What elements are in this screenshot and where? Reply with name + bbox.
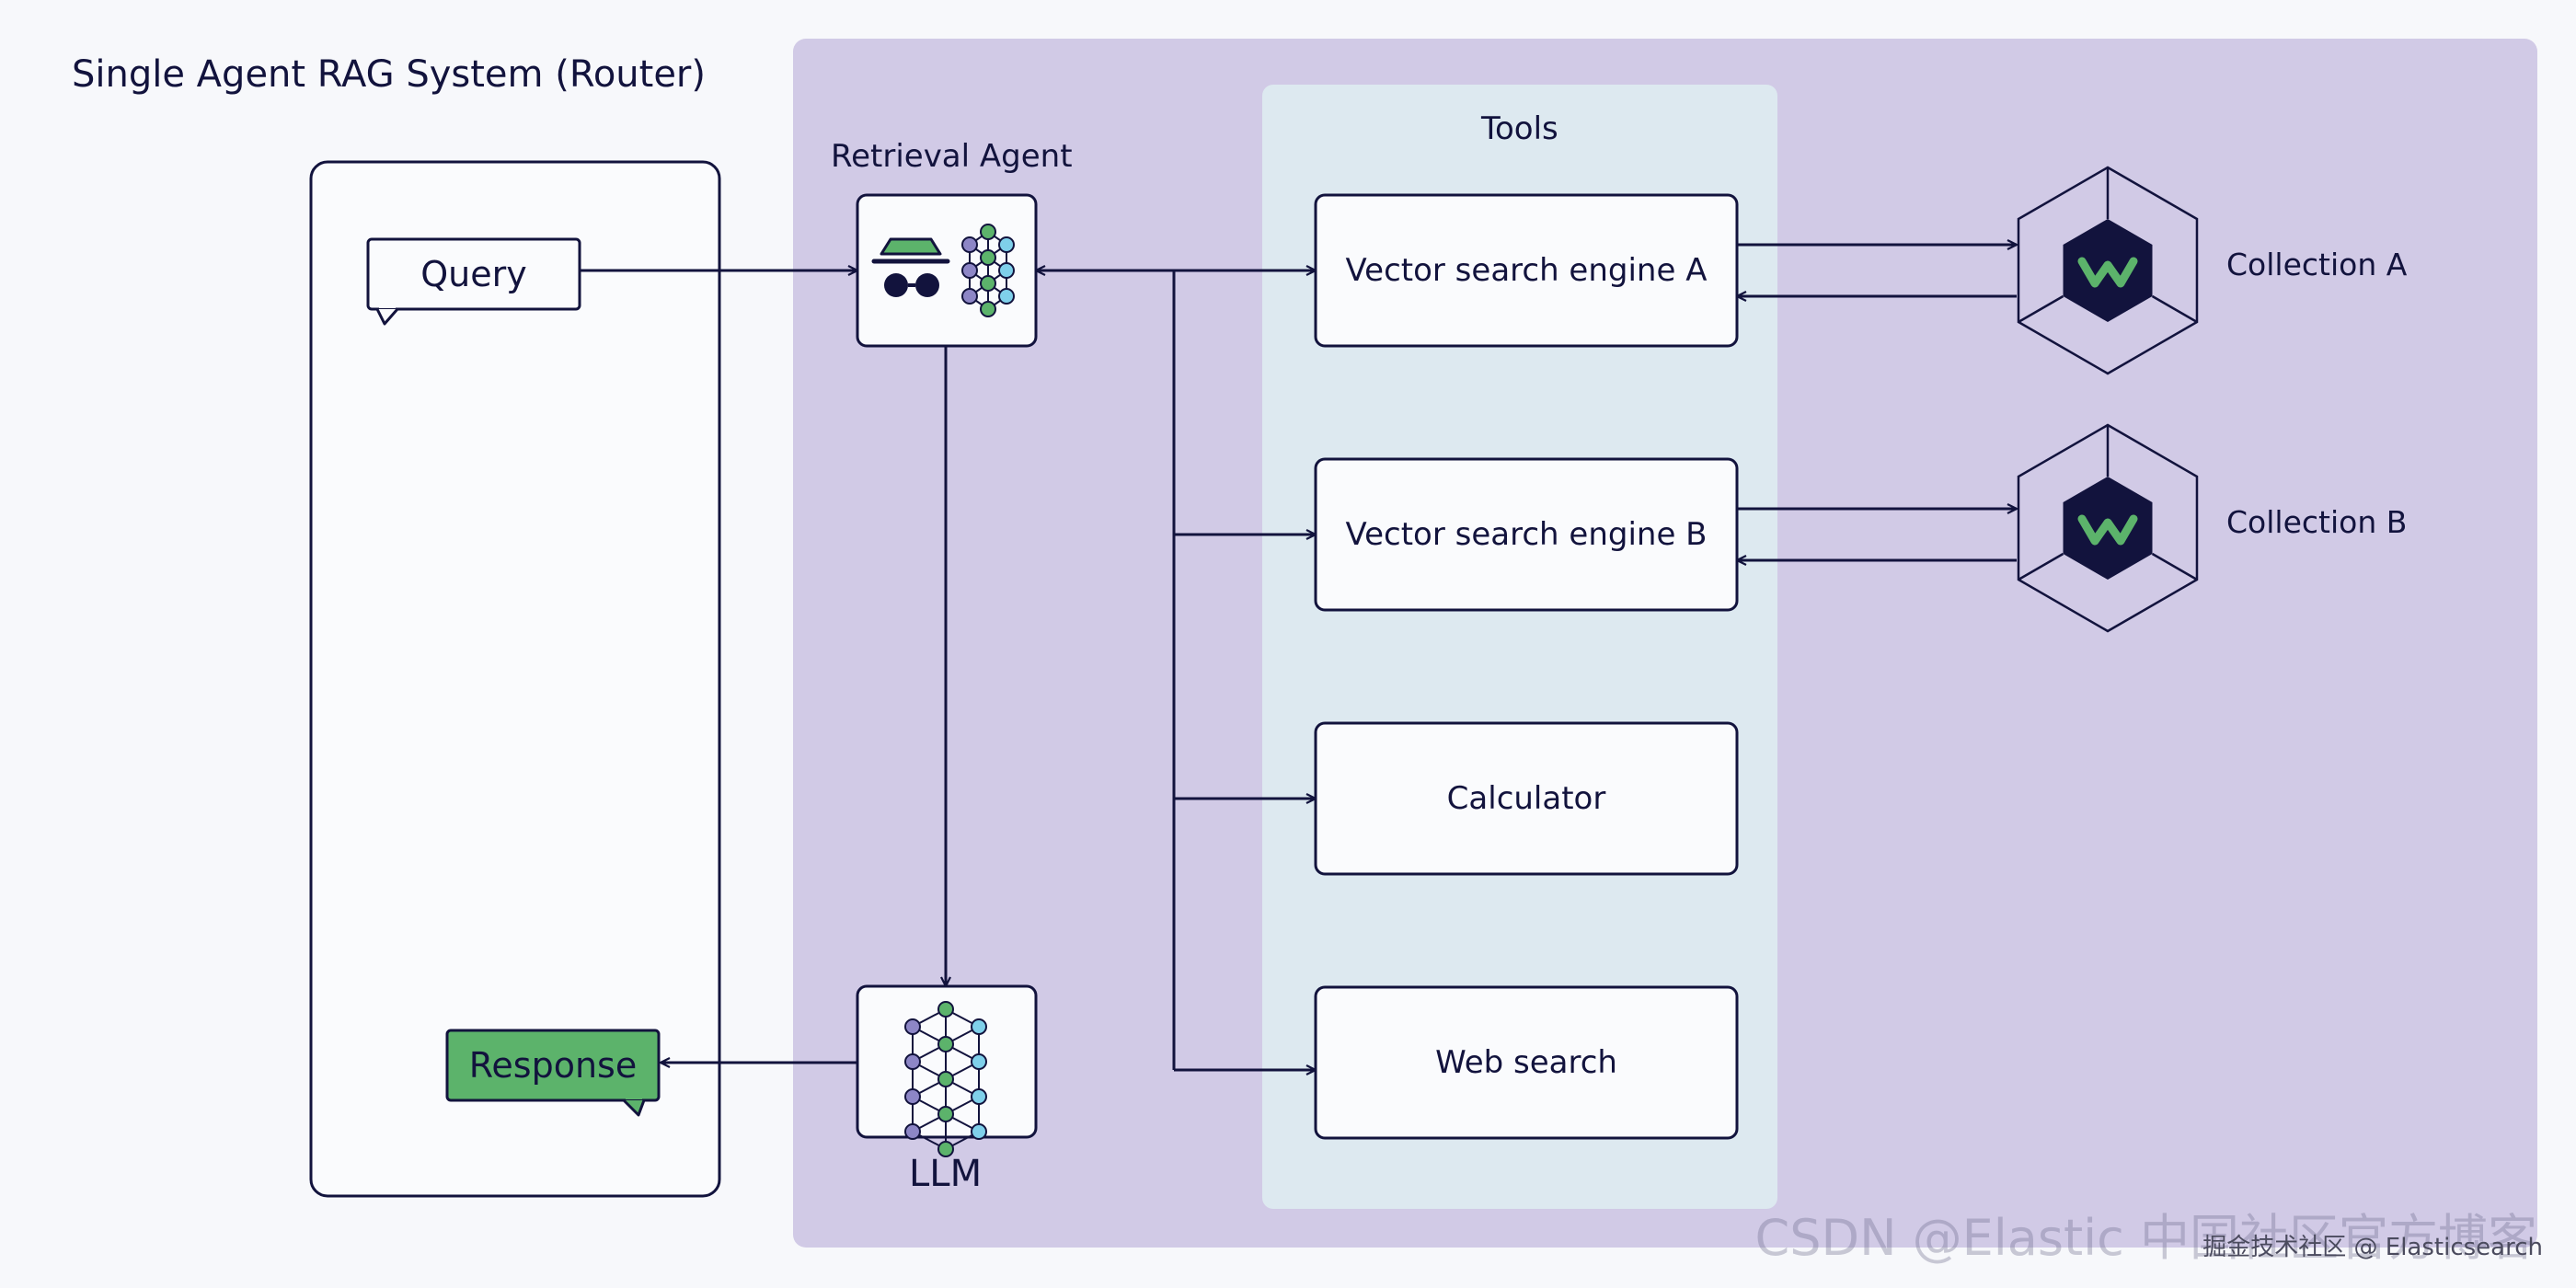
llm-neural-net-icon xyxy=(904,1001,987,1157)
cube-outline xyxy=(2017,423,2199,633)
collection-b-cube-icon xyxy=(2017,423,2199,633)
tool-box-web-search xyxy=(1314,985,1739,1140)
agent-neural-net-icon xyxy=(961,224,1015,317)
net-node xyxy=(980,275,996,292)
weaviate-logo-icon xyxy=(2077,257,2138,288)
net-node xyxy=(937,1001,954,1018)
net-node xyxy=(961,236,978,253)
net-node xyxy=(904,1018,921,1035)
tool-label-vector-b: Vector search engine B xyxy=(1345,516,1708,553)
response-bubble xyxy=(445,1029,661,1117)
tools-label: Tools xyxy=(1481,110,1558,147)
collection-a-label: Collection A xyxy=(2226,247,2408,282)
net-node xyxy=(937,1036,954,1052)
cube-edge xyxy=(2018,294,2064,324)
cube-edge xyxy=(2151,552,2198,581)
cube-outline xyxy=(2017,166,2199,375)
net-node xyxy=(937,1071,954,1087)
watermark-small-text: 掘金技术社区 @ Elasticsearch xyxy=(2202,1234,2543,1261)
net-node xyxy=(971,1123,987,1140)
net-node xyxy=(904,1088,921,1105)
net-node xyxy=(980,249,996,266)
incognito-agent-icon xyxy=(871,237,950,297)
net-node xyxy=(937,1106,954,1122)
net-node xyxy=(937,1141,954,1157)
net-node xyxy=(980,224,996,240)
cube-edge xyxy=(2018,552,2064,581)
net-node xyxy=(971,1088,987,1105)
collection-a-cube-icon xyxy=(2017,166,2199,375)
net-node xyxy=(980,301,996,317)
diagram-title: Single Agent RAG System (Router) xyxy=(72,53,706,96)
watermark-text: CSDN @Elastic 中国社区官方博客 xyxy=(1754,1209,2538,1267)
net-node xyxy=(971,1053,987,1070)
tool-label-calculator: Calculator xyxy=(1446,780,1606,817)
tools-panel xyxy=(1262,85,1777,1209)
net-node xyxy=(961,288,978,305)
net-node xyxy=(971,1018,987,1035)
net-node xyxy=(904,1053,921,1070)
net-node xyxy=(998,236,1015,253)
net-node xyxy=(961,262,978,279)
tool-label-web-search: Web search xyxy=(1435,1044,1617,1081)
llm-label: LLM xyxy=(909,1153,983,1195)
connectors xyxy=(580,245,2017,1070)
collection-b-label: Collection B xyxy=(2226,504,2408,540)
user-panel xyxy=(309,160,721,1198)
tool-label-vector-a: Vector search engine A xyxy=(1345,252,1708,289)
query-bubble xyxy=(366,237,581,326)
response-label: Response xyxy=(468,1045,638,1086)
cube-edge xyxy=(2151,294,2198,324)
net-node xyxy=(904,1123,921,1140)
net-node xyxy=(998,288,1015,305)
query-label: Query xyxy=(420,254,527,294)
retrieval-agent-label: Retrieval Agent xyxy=(831,138,1073,175)
weaviate-logo-icon xyxy=(2077,514,2138,546)
net-node xyxy=(998,262,1015,279)
